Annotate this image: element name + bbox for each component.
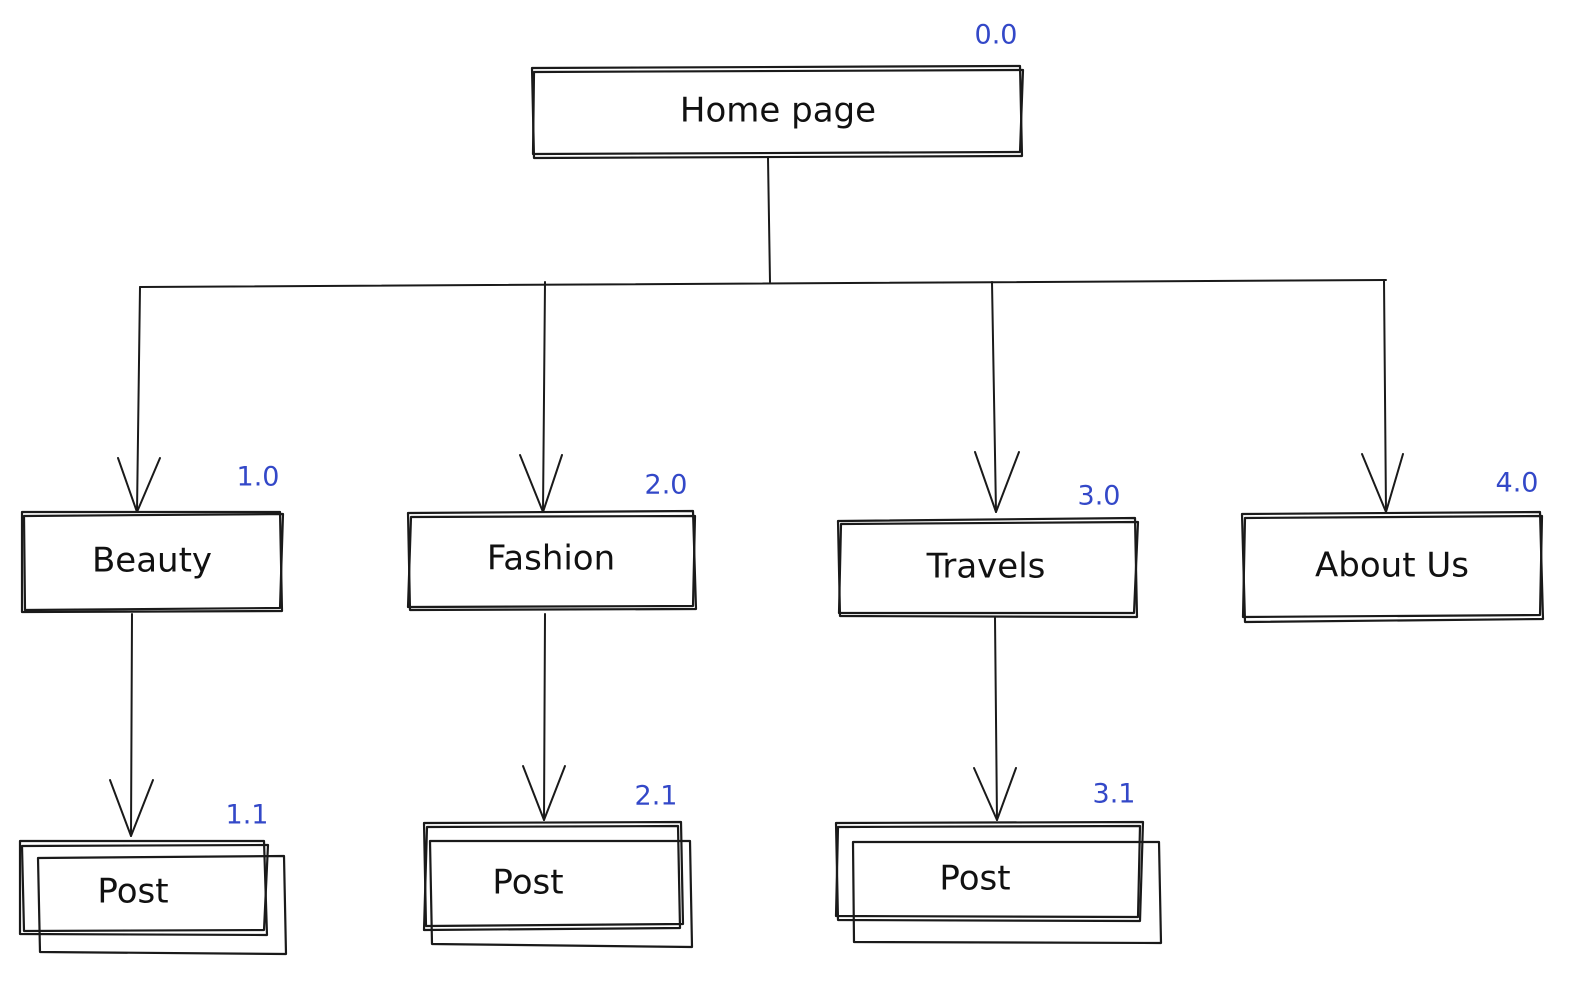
travels-post-box-sketch xyxy=(834,824,1142,919)
edge-fashion-to-post xyxy=(543,613,546,821)
travels-post-label: Post xyxy=(939,859,1010,899)
node-travels-post: Post 3.1 xyxy=(834,779,1163,945)
travels-label: Travels xyxy=(926,547,1046,587)
arrowhead-to-beauty xyxy=(117,457,161,513)
fashion-box-sketch xyxy=(406,514,697,609)
node-home-page: Home page 0.0 xyxy=(530,20,1025,160)
node-fashion-post: Post 2.1 xyxy=(422,781,694,949)
edges xyxy=(109,157,1404,837)
arrowhead-to-travels xyxy=(974,451,1020,513)
edge-to-beauty xyxy=(136,286,141,513)
travels-post-number: 3.1 xyxy=(1093,779,1136,810)
beauty-post-label: Post xyxy=(97,872,168,912)
arrowhead-to-fashion xyxy=(519,454,563,513)
about-us-number: 4.0 xyxy=(1496,468,1539,499)
beauty-post-box-sketch xyxy=(20,843,270,933)
fashion-label: Fashion xyxy=(487,539,615,579)
node-travels: Travels 3.0 xyxy=(836,481,1140,619)
beauty-label: Beauty xyxy=(92,541,212,581)
beauty-box xyxy=(20,510,284,614)
beauty-post-box-front xyxy=(36,854,288,956)
beauty-post-number: 1.1 xyxy=(226,800,269,831)
arrowhead-to-about xyxy=(1361,453,1404,513)
node-about-us: About Us 4.0 xyxy=(1240,468,1545,624)
beauty-post-box-back xyxy=(18,839,269,937)
travels-number: 3.0 xyxy=(1078,481,1121,512)
fashion-number: 2.0 xyxy=(645,470,688,501)
fashion-post-box-front xyxy=(428,839,694,949)
home-page-box-sketch xyxy=(531,68,1025,156)
arrowhead-fashion-post xyxy=(522,765,566,821)
home-page-label: Home page xyxy=(680,91,876,131)
edge-to-fashion xyxy=(542,281,546,513)
node-beauty-post: Post 1.1 xyxy=(18,800,288,956)
arrowhead-beauty-post xyxy=(109,779,154,837)
fashion-post-label: Post xyxy=(492,863,563,903)
edge-to-about xyxy=(1383,279,1387,513)
beauty-box-sketch xyxy=(22,512,285,612)
home-page-number: 0.0 xyxy=(975,20,1018,51)
edge-home-trunk xyxy=(767,157,771,283)
fashion-post-number: 2.1 xyxy=(635,781,678,812)
node-fashion: Fashion 2.0 xyxy=(406,470,698,612)
arrowhead-travels-post xyxy=(973,767,1017,821)
about-us-label: About Us xyxy=(1315,546,1469,586)
edge-beauty-to-post xyxy=(130,613,133,837)
edge-travels-to-post xyxy=(994,617,998,821)
travels-box-sketch xyxy=(837,520,1140,615)
beauty-number: 1.0 xyxy=(237,462,280,493)
node-beauty: Beauty 1.0 xyxy=(20,462,285,614)
edge-to-travels xyxy=(991,281,997,513)
travels-post-box-front xyxy=(851,840,1163,945)
fashion-post-box-sketch xyxy=(422,824,682,932)
about-us-box-sketch xyxy=(1241,514,1544,619)
edge-horizontal-bus xyxy=(139,279,1387,288)
